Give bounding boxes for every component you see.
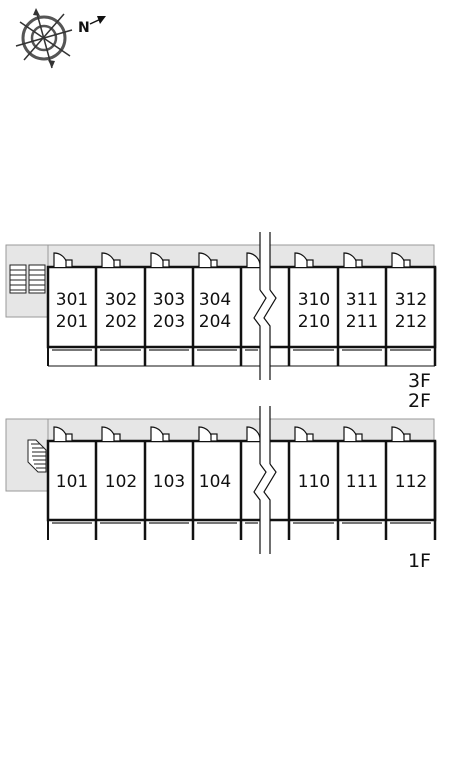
floor-label-2f: 2F (408, 390, 431, 412)
unit-label: 312 (395, 290, 427, 310)
unit-label: 204 (199, 312, 231, 332)
north-arrow-icon (89, 16, 106, 25)
unit-label: 103 (153, 472, 185, 492)
compass-rose-icon (15, 8, 73, 69)
unit-column-2: 302 202 (105, 290, 137, 332)
stairs-icon (9, 264, 46, 294)
unit-column-7: 312 212 (395, 290, 427, 332)
unit-column-5: 310 210 (298, 290, 330, 332)
unit-label: 101 (56, 472, 88, 492)
break-marker (253, 406, 277, 554)
stairs-icon (27, 439, 47, 473)
unit-label: 210 (298, 312, 330, 332)
unit-column-6: 311 211 (346, 290, 378, 332)
unit-label: 102 (105, 472, 137, 492)
unit-label: 303 (153, 290, 185, 310)
unit-label: 212 (395, 312, 427, 332)
break-marker (253, 232, 277, 380)
unit-label: 311 (346, 290, 378, 310)
unit-column-3: 303 203 (153, 290, 185, 332)
upper-floor-block: 301 201 302 202 303 203 304 204 310 210 … (5, 232, 437, 412)
compass: N (15, 8, 106, 69)
unit-label: 202 (105, 312, 137, 332)
unit-label: 302 (105, 290, 137, 310)
unit-label: 304 (199, 290, 231, 310)
unit-label: 111 (346, 472, 378, 492)
unit-label: 104 (199, 472, 231, 492)
unit-label: 112 (395, 472, 427, 492)
unit-label: 110 (298, 472, 330, 492)
unit-label: 301 (56, 290, 88, 310)
unit-column-4: 304 204 (199, 290, 231, 332)
floor-label-1f: 1F (408, 550, 431, 572)
unit-column-1: 301 201 (56, 290, 88, 332)
unit-label: 211 (346, 312, 378, 332)
unit-label: 310 (298, 290, 330, 310)
north-letter: N (78, 20, 90, 36)
unit-label: 201 (56, 312, 88, 332)
floor-label-3f: 3F (408, 370, 431, 392)
unit-label: 203 (153, 312, 185, 332)
lower-floor-block: 101 102 103 104 110 111 112 1F (5, 406, 437, 572)
